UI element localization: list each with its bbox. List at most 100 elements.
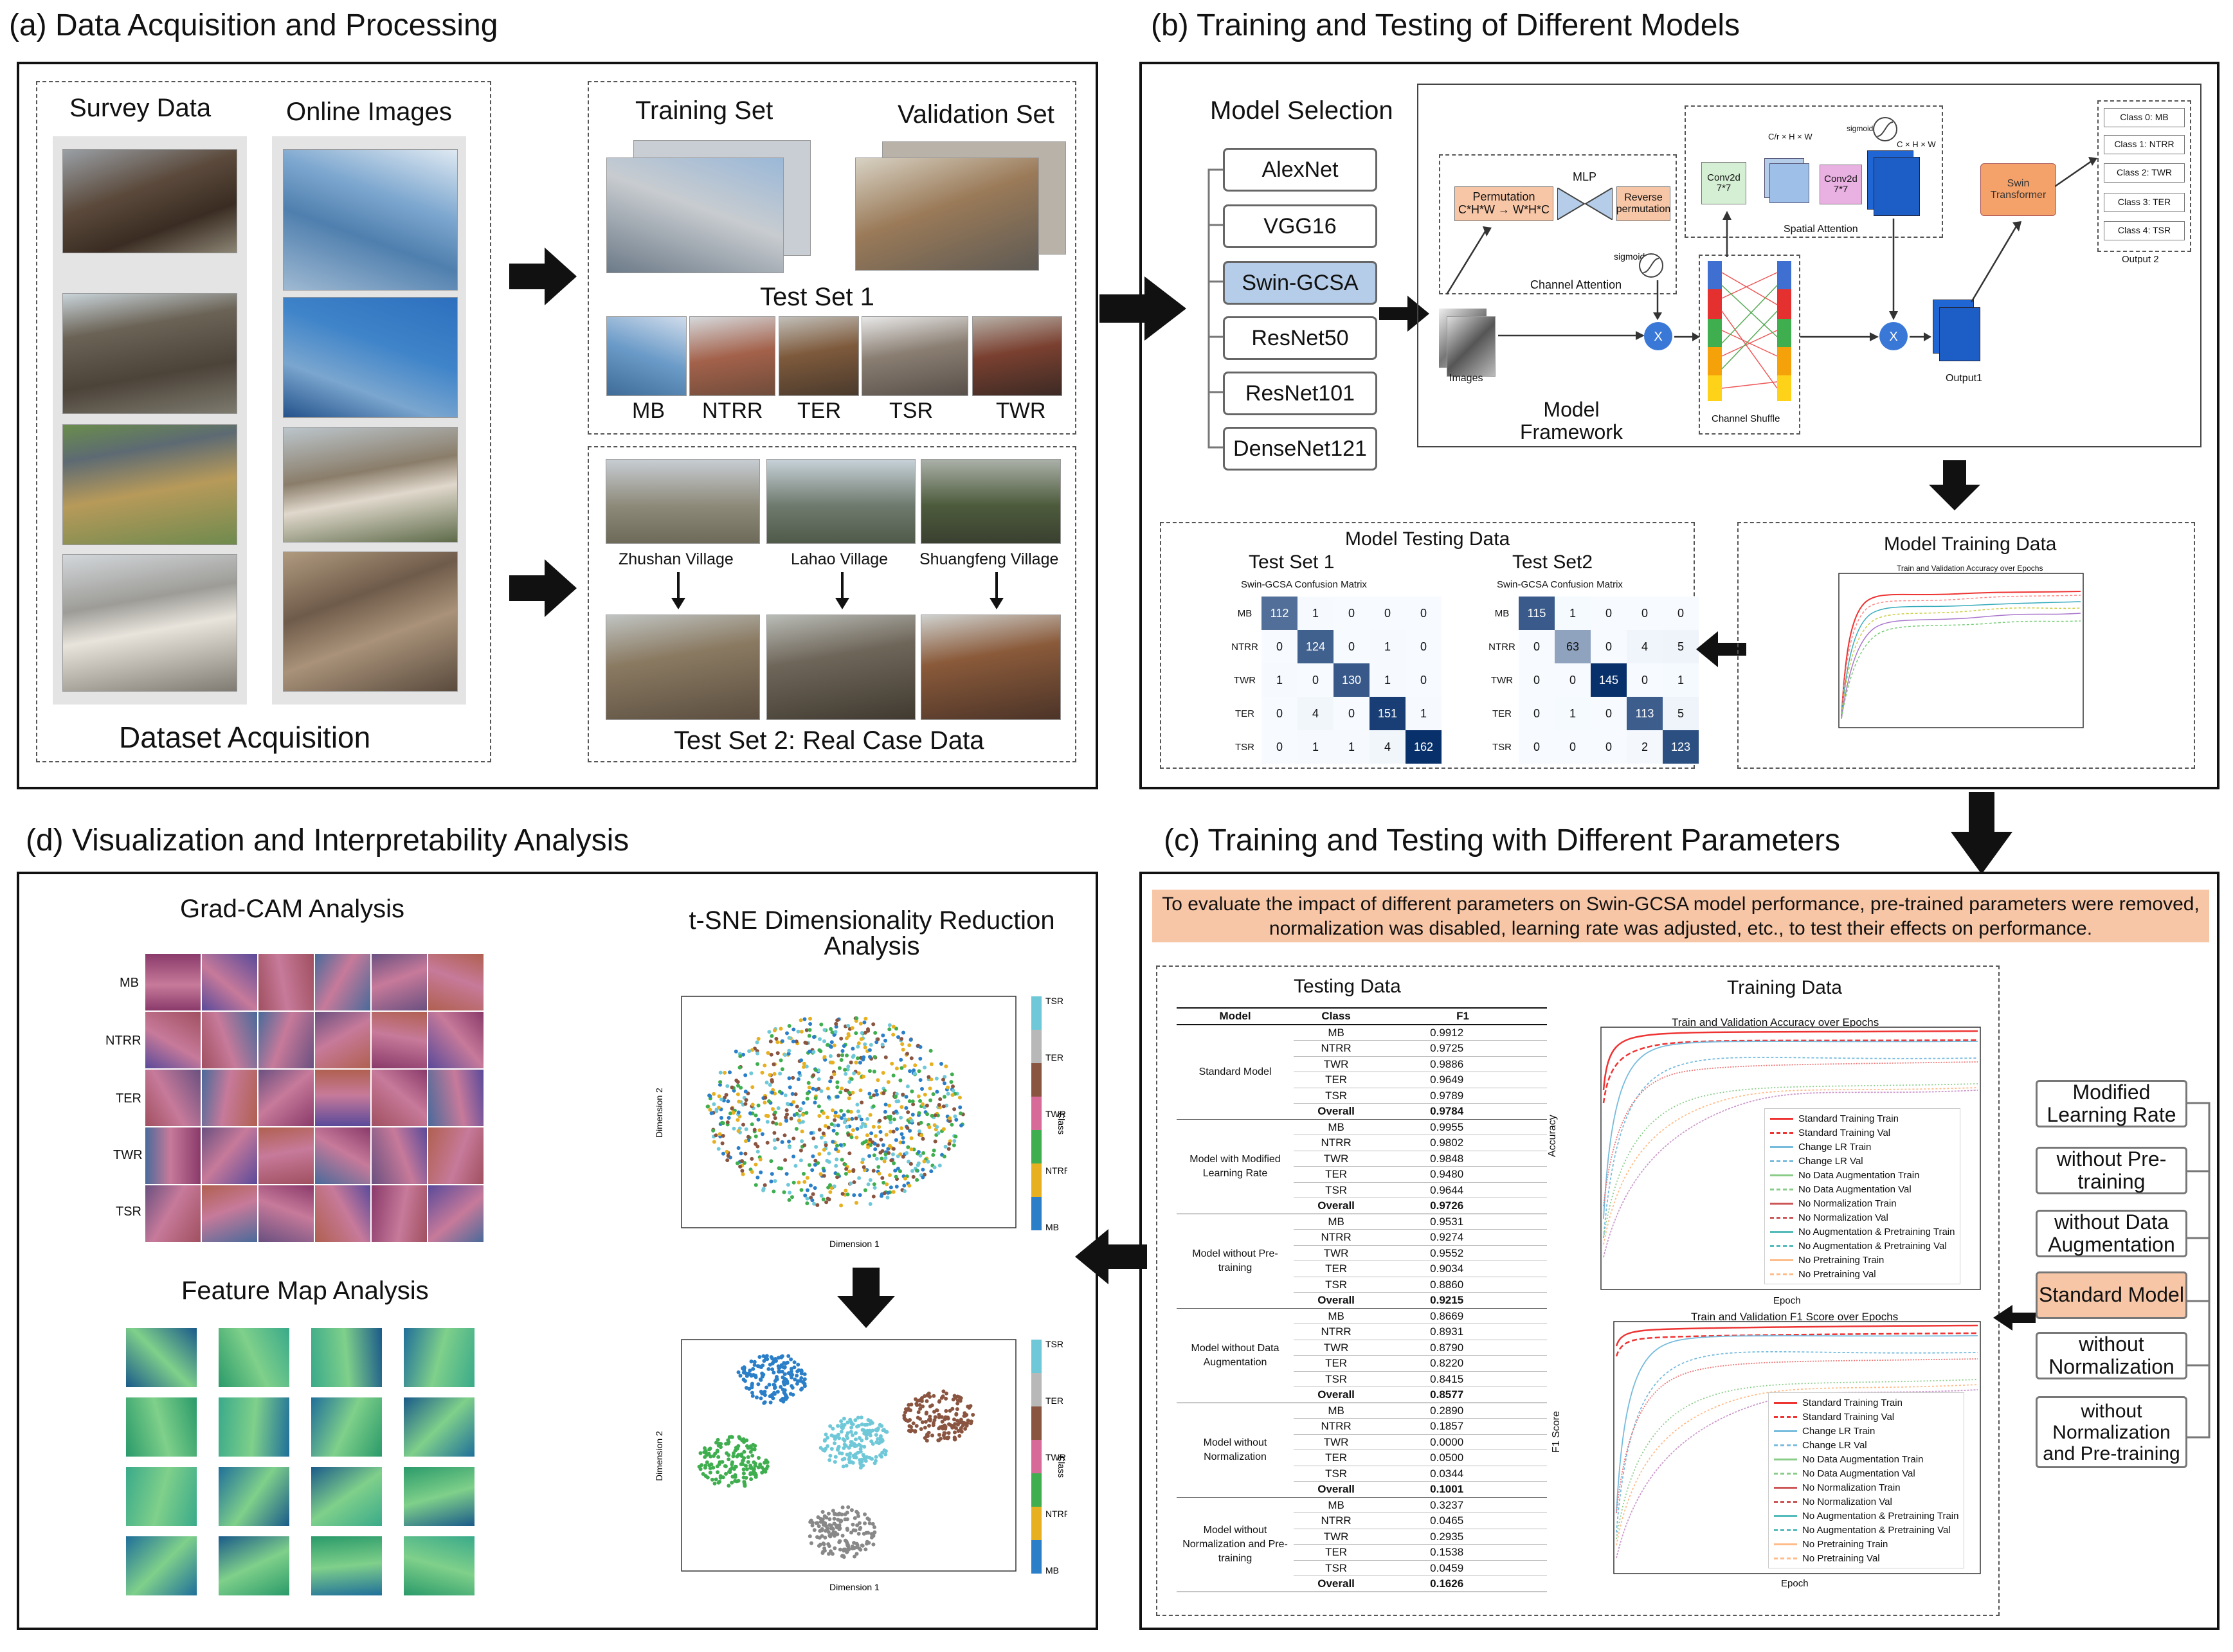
tsne-point bbox=[726, 1441, 730, 1446]
legend-label: No Normalization Train bbox=[1802, 1482, 1901, 1493]
tsne-point bbox=[770, 1361, 775, 1366]
param-without-data-augmentation[interactable]: without Data Augmentation bbox=[2036, 1210, 2187, 1257]
param-without-normalization[interactable]: without Normalization bbox=[2036, 1332, 2187, 1379]
tsne-point bbox=[913, 1063, 918, 1068]
tsne-point bbox=[780, 1039, 784, 1043]
arrow-x-to-shuffle bbox=[1674, 332, 1700, 341]
tsne-point bbox=[808, 1534, 812, 1538]
tsne-point bbox=[827, 1197, 831, 1201]
tsne-point bbox=[796, 1362, 800, 1367]
tsne-point bbox=[916, 1410, 921, 1414]
table-class-cell: MB bbox=[1294, 1402, 1379, 1419]
class-label-ter: TER bbox=[797, 399, 841, 423]
tsne-point bbox=[918, 1099, 922, 1103]
tsne-point bbox=[791, 1136, 796, 1141]
tsne-point bbox=[831, 1108, 835, 1113]
tsne-point bbox=[822, 1169, 826, 1173]
tsne-point bbox=[901, 1092, 905, 1097]
feature-map-cell bbox=[219, 1328, 289, 1387]
tsne-point bbox=[860, 1422, 864, 1426]
tsne-point bbox=[793, 1163, 798, 1168]
param-without-pretraining[interactable]: without Pre-training bbox=[2036, 1147, 2187, 1194]
legend-item: No Normalization Train bbox=[1770, 1196, 1955, 1210]
table-f1-cell: 0.9649 bbox=[1379, 1072, 1547, 1088]
tsne-point bbox=[849, 1531, 853, 1535]
legend-swatch bbox=[1770, 1216, 1793, 1219]
tsne-point bbox=[853, 1554, 856, 1559]
tsne-point bbox=[901, 1047, 905, 1052]
tsne-point bbox=[712, 1102, 716, 1106]
tsne-point bbox=[932, 1165, 937, 1170]
legend-swatch bbox=[1770, 1188, 1793, 1190]
table-class-cell: Overall bbox=[1294, 1292, 1379, 1309]
tsne-point bbox=[788, 1085, 792, 1090]
tsne-point bbox=[776, 1106, 781, 1110]
tsne-point bbox=[953, 1437, 957, 1442]
gradcam-cell bbox=[372, 1012, 427, 1068]
tsne-point bbox=[719, 1445, 723, 1450]
tsne-point bbox=[842, 1439, 847, 1443]
tsne-point bbox=[735, 1454, 739, 1459]
model-swin-gcsa[interactable]: Swin-GCSA bbox=[1223, 261, 1377, 305]
tsne-point bbox=[860, 1100, 864, 1105]
tsne-class-label: TSR bbox=[1045, 1339, 1063, 1349]
tsne-point bbox=[833, 1030, 838, 1034]
legend-swatch bbox=[1770, 1273, 1793, 1275]
tsne-point bbox=[937, 1163, 942, 1168]
survey-photo-1 bbox=[62, 149, 237, 253]
tsne-point bbox=[846, 1023, 851, 1028]
tsne-point bbox=[810, 1168, 815, 1172]
param-modified-learning-rate[interactable]: Modified Learning Rate bbox=[2036, 1080, 2187, 1127]
gradcam-cell bbox=[202, 1127, 257, 1184]
tsne-point bbox=[745, 1467, 749, 1471]
conv2d-box-1: Conv2d 7*7 bbox=[1701, 162, 1746, 204]
tsne-point bbox=[894, 1066, 899, 1071]
tsne-point bbox=[892, 1117, 896, 1122]
tsne-point bbox=[831, 1128, 836, 1133]
tsne-point bbox=[826, 1530, 831, 1534]
model-resnet50[interactable]: ResNet50 bbox=[1223, 316, 1377, 360]
param-without-normalization-pretraining[interactable]: without Normalization and Pre-training bbox=[2036, 1396, 2187, 1468]
tsne-point bbox=[911, 1174, 916, 1179]
tsne-point bbox=[716, 1455, 721, 1459]
tsne-point bbox=[718, 1132, 722, 1136]
survey-data-label: Survey Data bbox=[69, 94, 212, 122]
zhushan-house-photo bbox=[606, 615, 760, 720]
tsne-point bbox=[934, 1076, 939, 1081]
training-set-box bbox=[588, 81, 1076, 435]
model-training-data-label: Model Training Data bbox=[1884, 534, 2057, 555]
tsne-point bbox=[902, 1183, 907, 1188]
cm-cell: 1 bbox=[1297, 730, 1333, 764]
model-vgg16[interactable]: VGG16 bbox=[1223, 204, 1377, 248]
tsne-point bbox=[858, 1525, 863, 1530]
tsne-point bbox=[871, 1169, 876, 1173]
tsne-point bbox=[886, 1080, 890, 1084]
tsne-point bbox=[900, 1066, 904, 1070]
tsne-point bbox=[943, 1081, 946, 1086]
tsne-point bbox=[773, 1110, 777, 1115]
model-resnet101[interactable]: ResNet101 bbox=[1223, 372, 1377, 415]
tsne-point bbox=[918, 1403, 922, 1407]
tsne-point bbox=[740, 1159, 744, 1163]
tsne-point bbox=[905, 1052, 909, 1056]
cm-cell: 151 bbox=[1370, 697, 1406, 730]
tsne-point bbox=[835, 1157, 839, 1162]
model-training-data-box bbox=[1737, 522, 2195, 769]
param-standard-model[interactable]: Standard Model bbox=[2036, 1271, 2187, 1319]
permutation-box: Permutation C*H*W → W*H*C bbox=[1454, 186, 1553, 221]
tsne-point bbox=[718, 1080, 723, 1084]
tsne-point bbox=[827, 1517, 832, 1522]
legend-item: No Pretraining Train bbox=[1770, 1253, 1955, 1267]
gradcam-cell bbox=[428, 1070, 484, 1126]
tsne-point bbox=[845, 1549, 849, 1554]
gradcam-cell bbox=[145, 954, 201, 1010]
model-densenet121[interactable]: DenseNet121 bbox=[1223, 427, 1377, 471]
model-alexnet[interactable]: AlexNet bbox=[1223, 148, 1377, 192]
tsne-point bbox=[839, 1109, 844, 1113]
tsne-point bbox=[802, 1143, 807, 1147]
feature-map-cell bbox=[219, 1536, 289, 1595]
tsne-point bbox=[818, 1037, 822, 1041]
tsne-point bbox=[799, 1058, 804, 1063]
tsne-point bbox=[949, 1080, 954, 1084]
